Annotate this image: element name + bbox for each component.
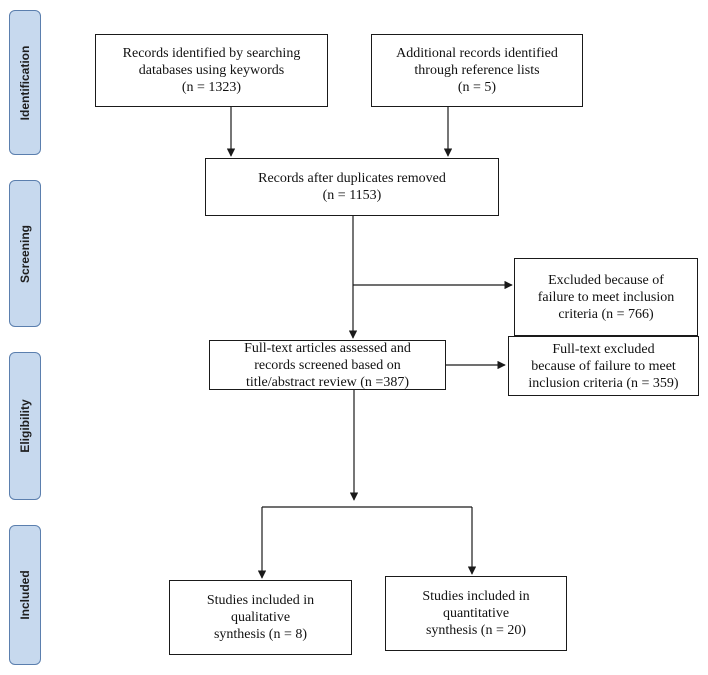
box-records-identified: Records identified by searching database…: [95, 34, 328, 107]
box-quantitative: Studies included in quantitative synthes…: [385, 576, 567, 651]
box-excluded-screening: Excluded because of failure to meet incl…: [514, 258, 698, 336]
phase-screening: Screening: [9, 180, 41, 327]
box-qualitative: Studies included in qualitative synthesi…: [169, 580, 352, 655]
box-fulltext-assessed: Full-text articles assessed and records …: [209, 340, 446, 390]
box-fulltext-excluded: Full-text excluded because of failure to…: [508, 336, 699, 396]
phase-identification: Identification: [9, 10, 41, 155]
phase-eligibility: Eligibility: [9, 352, 41, 500]
phase-included: Included: [9, 525, 41, 665]
box-additional-records: Additional records identified through re…: [371, 34, 583, 107]
box-after-duplicates: Records after duplicates removed (n = 11…: [205, 158, 499, 216]
